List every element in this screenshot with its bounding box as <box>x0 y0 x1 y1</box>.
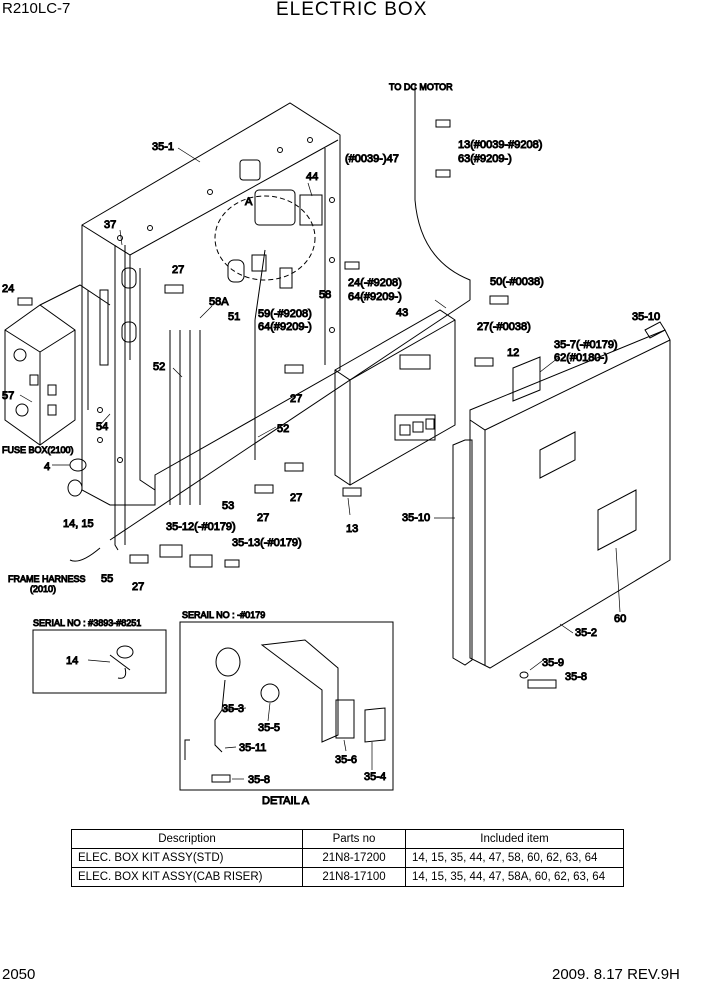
callout-27-top: 27 <box>172 264 184 276</box>
callout-58a: 58A <box>209 296 229 308</box>
callout-43: 43 <box>396 307 408 319</box>
row-included-item: 14, 15, 35, 44, 47, 58, 60, 62, 63, 64 <box>405 848 624 868</box>
callout-24-range: 24(-#9208) <box>348 277 402 289</box>
serial-box-callout-14: 14 <box>66 655 78 667</box>
callout-fuse-box: FUSE BOX(2100) <box>2 445 74 455</box>
detail-callout-35-6: 35-6 <box>335 754 357 766</box>
serial-number-box <box>32 629 167 694</box>
callout-frame-harness: FRAME HARNESS <box>8 574 86 584</box>
door-35-2 <box>452 321 671 669</box>
callout-27-low: 27 <box>257 512 269 524</box>
callout-12: 12 <box>507 347 519 359</box>
relay-area-detail-a <box>214 159 323 289</box>
callout-60: 60 <box>614 613 626 625</box>
parts-table-header: Description Parts no Included item <box>71 829 624 849</box>
callout-27-bottom: 27 <box>132 581 144 593</box>
wiring-harness <box>69 85 471 562</box>
detail-callout-35-8: 35-8 <box>248 774 270 786</box>
detail-callout-35-4: 35-4 <box>364 771 386 783</box>
callout-35-1: 35-1 <box>152 141 174 153</box>
callout-64-a: 64(#9209-) <box>258 321 312 333</box>
callout-13: 13 <box>346 523 358 535</box>
callout-35-2: 35-2 <box>575 627 597 639</box>
controller-43 <box>334 309 456 486</box>
serial-box-title: SERIAL NO : #3893-#8251 <box>33 618 141 628</box>
callout-63-range: 63(#9209-) <box>458 153 512 165</box>
callout-35-7: 35-7(-#0179) <box>554 339 618 351</box>
callout-35-9: 35-9 <box>542 657 564 669</box>
parts-table: Description Parts no Included item ELEC.… <box>71 829 624 887</box>
callout-35-8: 35-8 <box>565 671 587 683</box>
detail-a-box <box>179 621 394 791</box>
callout-55: 55 <box>101 573 113 585</box>
callout-51: 51 <box>228 311 240 323</box>
callout-57: 57 <box>2 390 14 402</box>
callout-to-dc-motor: TO DC MOTOR <box>389 82 453 92</box>
callout-44: 44 <box>306 171 318 183</box>
revision-date: 2009. 8.17 REV.9H <box>552 966 680 983</box>
detail-callout-35-3: 35-3 <box>222 703 244 715</box>
table-row: ELEC. BOX KIT ASSY(STD) 21N8-17200 14, 1… <box>71 848 624 868</box>
callout-54: 54 <box>96 421 108 433</box>
row-description: ELEC. BOX KIT ASSY(CAB RISER) <box>71 867 303 887</box>
callout-59: 59(-#9208) <box>258 308 312 320</box>
callout-frame-harness-code: (2010) <box>30 584 56 594</box>
callout-13-range: 13(#0039-#9208) <box>458 139 542 151</box>
callout-47: (#0039-)47 <box>345 153 399 165</box>
model-number: R210LC-7 <box>2 0 71 17</box>
callout-35-13: 35-13(-#0179) <box>232 537 302 549</box>
callout-a: A <box>245 196 253 208</box>
callout-50: 50(-#0038) <box>490 276 544 288</box>
row-included-item: 14, 15, 35, 44, 47, 58A, 60, 62, 63, 64 <box>405 867 624 887</box>
detail-callout-35-11: 35-11 <box>239 742 266 754</box>
callout-24: 24 <box>2 283 14 295</box>
callout-53: 53 <box>222 500 234 512</box>
page-title: ELECTRIC BOX <box>276 0 428 20</box>
callout-52-b: 52 <box>277 423 289 435</box>
fasteners <box>17 119 557 689</box>
page-number: 2050 <box>2 966 36 983</box>
callout-35-12: 35-12(-#0179) <box>166 521 236 533</box>
detail-a-caption: DETAIL A <box>262 795 310 807</box>
callout-62: 62(#0180-) <box>554 352 608 364</box>
header-description: Description <box>71 829 303 849</box>
row-parts-no: 21N8-17100 <box>302 867 406 887</box>
row-parts-no: 21N8-17200 <box>302 848 406 868</box>
leader-lines <box>19 147 621 780</box>
callout-27-0038: 27(-#0038) <box>477 321 531 333</box>
callout-35-10-top: 35-10 <box>632 311 660 323</box>
callout-27-mid: 27 <box>290 393 302 405</box>
detail-callout-35-5: 35-5 <box>258 722 280 734</box>
callout-52-a: 52 <box>153 361 165 373</box>
detail-a-title: SERAIL NO : -#0179 <box>182 610 265 620</box>
table-row: ELEC. BOX KIT ASSY(CAB RISER) 21N8-17100… <box>71 867 624 887</box>
fuse-box-57 <box>4 284 111 446</box>
callout-64-range: 64(#9209-) <box>348 291 402 303</box>
callout-35-10-side: 35-10 <box>402 512 430 524</box>
callout-27-right: 27 <box>290 492 302 504</box>
callout-4: 4 <box>44 461 50 473</box>
detail-a-parts <box>184 639 386 783</box>
rotary-switch-14 <box>109 645 134 679</box>
row-description: ELEC. BOX KIT ASSY(STD) <box>71 848 303 868</box>
callout-14-15: 14, 15 <box>63 518 94 530</box>
callout-58: 58 <box>319 289 331 301</box>
callout-37: 37 <box>104 219 116 231</box>
enclosure-body-35-1 <box>81 102 341 506</box>
header-included-item: Included item <box>405 829 624 849</box>
header-parts-no: Parts no <box>302 829 406 849</box>
